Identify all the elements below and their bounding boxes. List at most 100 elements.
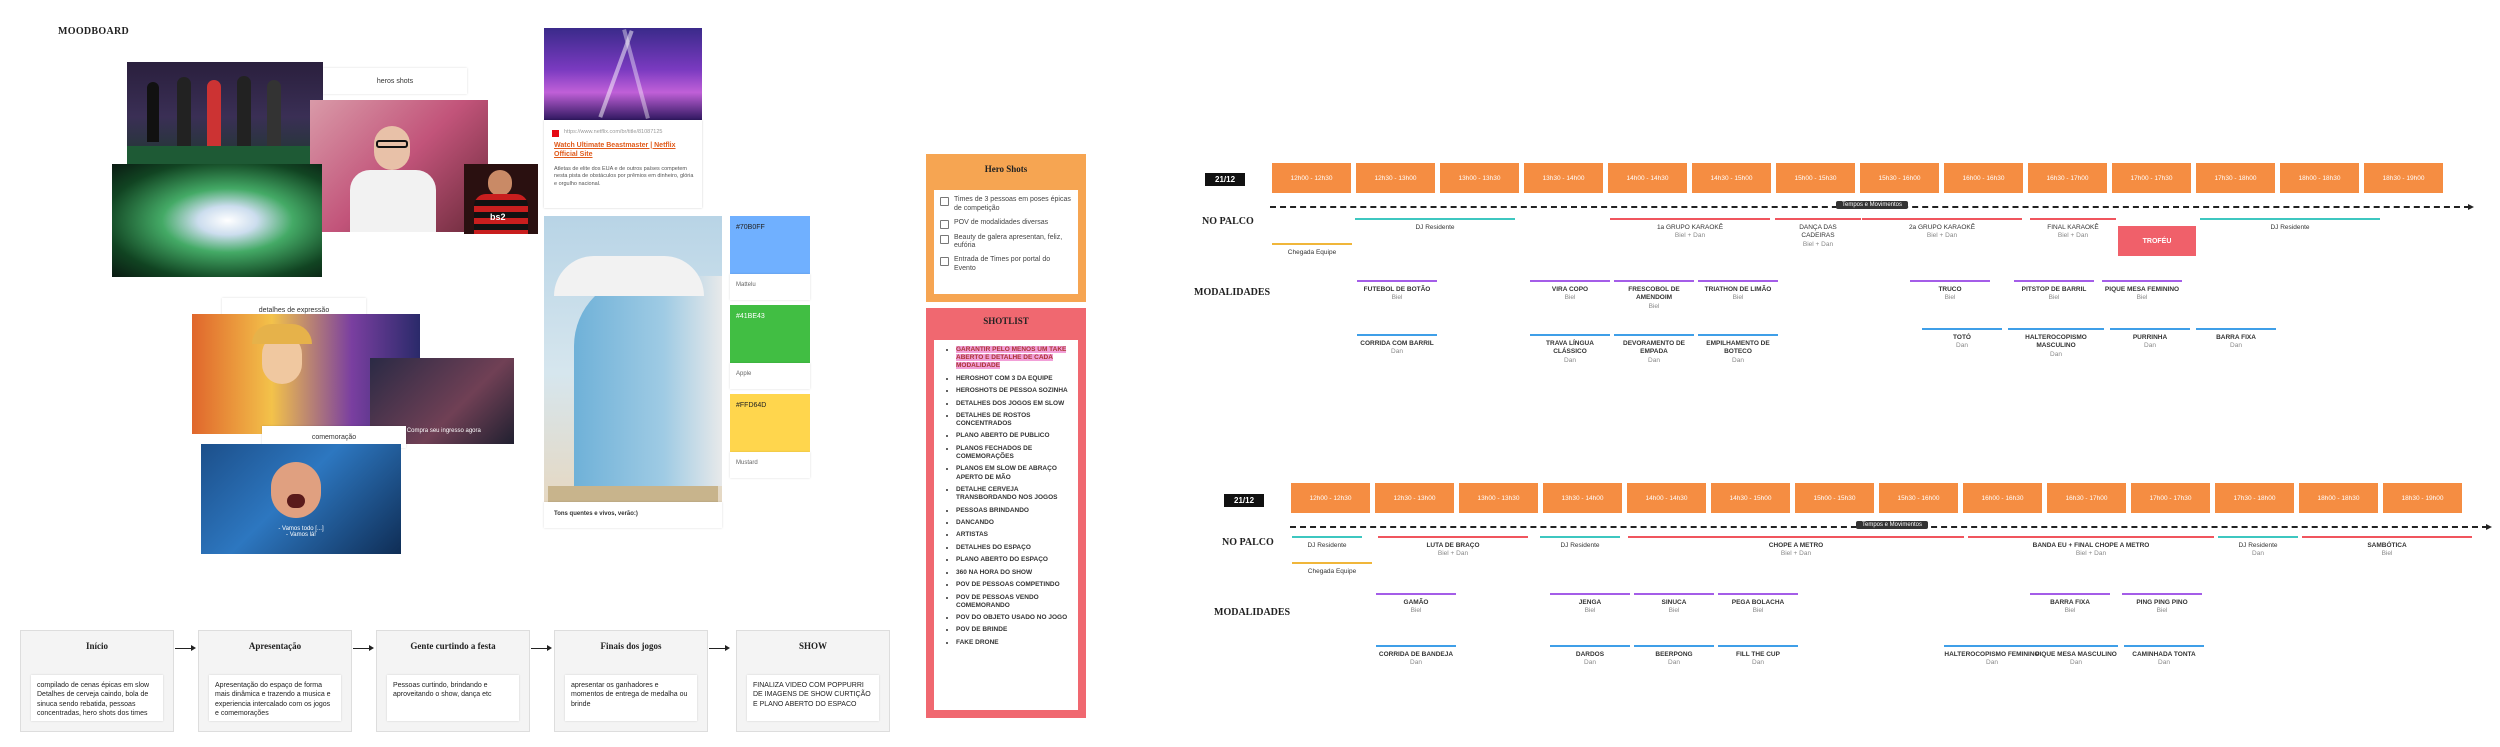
- photo-flamengo[interactable]: bs2: [464, 164, 538, 234]
- time-slot[interactable]: 18h30 - 19h00: [2383, 483, 2462, 513]
- link-card[interactable]: https://www.netflix.com/br/title/8108712…: [544, 120, 702, 208]
- hero-item[interactable]: Entrada de Times por portal do Evento: [940, 256, 1072, 274]
- photo-celebration[interactable]: - Vamos todo [...] - Vamos lá!: [201, 444, 401, 554]
- time-slot[interactable]: 12h30 - 13h00: [1375, 483, 1454, 513]
- flow-card-show[interactable]: SHOW FINALIZA VIDEO COM POPPURRI DE IMAG…: [736, 630, 890, 732]
- link-title[interactable]: Watch Ultimate Beastmaster | Netflix Off…: [554, 142, 676, 158]
- time-slot[interactable]: 12h00 - 12h30: [1291, 483, 1370, 513]
- hero-item[interactable]: POV de modalidades diversas: [940, 219, 1072, 229]
- palco-danca-cadeiras[interactable]: DANÇA DAS CADEIRAS Biel + Dan: [1775, 218, 1861, 249]
- checkbox-icon[interactable]: [940, 257, 949, 266]
- photo-summer-building[interactable]: [544, 216, 722, 502]
- hero-shots-panel[interactable]: Hero Shots Times de 3 pessoas em poses é…: [926, 154, 1086, 302]
- checkbox-icon[interactable]: [940, 234, 949, 244]
- caption-vamos: - Vamos todo [...] - Vamos lá!: [278, 526, 324, 538]
- swatch-blue[interactable]: #70B0FF Mattelu: [730, 216, 810, 300]
- time-slot[interactable]: 18h00 - 18h30: [2299, 483, 2378, 513]
- swatch-green[interactable]: #41BE43 Apple: [730, 305, 810, 389]
- photo-stage[interactable]: [544, 28, 702, 120]
- time-slot[interactable]: 17h00 - 17h30: [2131, 483, 2210, 513]
- time-slot[interactable]: 14h30 - 15h00: [1711, 483, 1790, 513]
- time-slot[interactable]: 13h00 - 13h30: [1459, 483, 1538, 513]
- flow-card-apresentacao[interactable]: Apresentação Apresentação do espaço de f…: [198, 630, 352, 732]
- time-slot[interactable]: 16h30 - 17h00: [2028, 163, 2107, 193]
- time-slot[interactable]: 17h30 - 18h00: [2196, 163, 2275, 193]
- time-slot[interactable]: 18h30 - 19h00: [2364, 163, 2443, 193]
- hero-item[interactable]: Beauty de galera apresentan, feliz, eufó…: [940, 234, 1072, 252]
- time-slot[interactable]: 17h30 - 18h00: [2215, 483, 2294, 513]
- time-slot[interactable]: 13h30 - 14h00: [1543, 483, 1622, 513]
- time-slot[interactable]: 16h00 - 16h30: [1963, 483, 2042, 513]
- shotlist-panel[interactable]: SHOTLIST GARANTIR PELO MENOS UM TAKE ABE…: [926, 308, 1086, 718]
- palco-final-karaoke[interactable]: FINAL KARAOKÊ Biel + Dan: [2030, 218, 2116, 241]
- palco-dj-residente-2[interactable]: DJ Residente: [2200, 218, 2380, 232]
- palco-karaoke-2[interactable]: 2a GRUPO KARAOKÊ Biel + Dan: [1862, 218, 2022, 241]
- time-slot[interactable]: 14h00 - 14h30: [1627, 483, 1706, 513]
- time-slot[interactable]: 17h00 - 17h30: [2112, 163, 2191, 193]
- time-slot[interactable]: 13h30 - 14h00: [1524, 163, 1603, 193]
- time-slot[interactable]: 15h00 - 15h30: [1795, 483, 1874, 513]
- checkbox-icon[interactable]: [940, 197, 949, 206]
- flow-body: compilado de cenas épicas em slow Detalh…: [31, 675, 163, 721]
- hero-item[interactable]: Times de 3 pessoas em poses épicas de co…: [940, 196, 1072, 214]
- palco-dj-residente[interactable]: DJ Residente: [1355, 218, 1515, 232]
- flow-card-finais[interactable]: Finais dos jogos apresentar os ganhadore…: [554, 630, 708, 732]
- palco2-dj-residente[interactable]: DJ Residente: [1292, 536, 1362, 550]
- time-slot[interactable]: 14h00 - 14h30: [1608, 163, 1687, 193]
- time-slot[interactable]: 15h00 - 15h30: [1776, 163, 1855, 193]
- time-slot[interactable]: 15h30 - 16h00: [1879, 483, 1958, 513]
- palco-karaoke-1[interactable]: 1a GRUPO KARAOKÊ Biel + Dan: [1610, 218, 1770, 241]
- time-slot[interactable]: 18h00 - 18h30: [2280, 163, 2359, 193]
- flow-card-gente[interactable]: Gente curtindo a festa Pessoas curtindo,…: [376, 630, 530, 732]
- time-slot[interactable]: 16h30 - 17h00: [2047, 483, 2126, 513]
- time-slot[interactable]: 13h00 - 13h30: [1440, 163, 1519, 193]
- label-heros-shots: heros shots: [323, 68, 467, 94]
- photo-team-group[interactable]: [127, 62, 323, 172]
- time-slot[interactable]: 12h00 - 12h30: [1272, 163, 1351, 193]
- time-slot[interactable]: 16h00 - 16h30: [1944, 163, 2023, 193]
- time-slot[interactable]: 15h30 - 16h00: [1860, 163, 1939, 193]
- checkbox-icon[interactable]: [940, 219, 949, 229]
- photo-glasses-man[interactable]: [310, 100, 488, 232]
- flow-card-inicio[interactable]: Início compilado de cenas épicas em slow…: [20, 630, 174, 732]
- swatch-yellow[interactable]: #FFD64D Mustard: [730, 394, 810, 478]
- palco2-dj-residente-2[interactable]: DJ Residente: [1540, 536, 1620, 550]
- time-slot[interactable]: 12h30 - 13h00: [1356, 163, 1435, 193]
- time-slot[interactable]: 14h30 - 15h00: [1692, 163, 1771, 193]
- photo-glow[interactable]: [112, 164, 322, 277]
- palco-trofeu[interactable]: TROFÉU: [2118, 226, 2196, 256]
